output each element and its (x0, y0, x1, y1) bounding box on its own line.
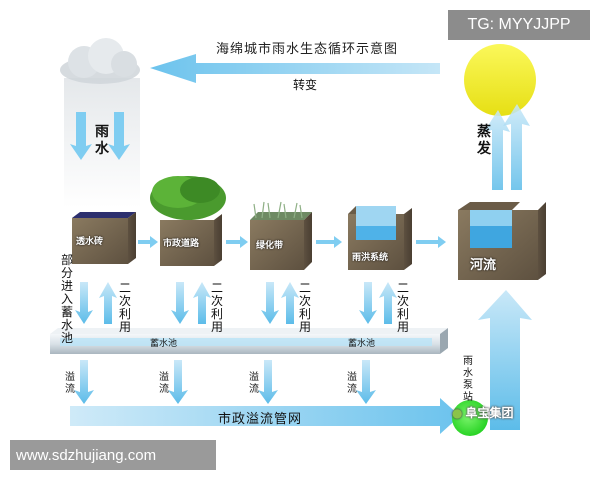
pump-station-label: 雨水泵站 (463, 356, 473, 403)
block-municipal-road (150, 176, 226, 266)
block-label-river: 河流 (470, 258, 497, 273)
rain-label: 雨水 (95, 124, 109, 157)
reuse-label-3: 二次利用 (298, 281, 311, 334)
watermark-logo-text: 阜宝集团 (465, 406, 514, 420)
reuse-label-2: 二次利用 (210, 281, 223, 334)
overflow-label-1: 溢流 (65, 372, 75, 395)
rain-arrows (70, 112, 130, 160)
flow-arrows-down (75, 282, 377, 324)
overflow-label-3: 溢流 (249, 372, 259, 395)
block-label-green-belt: 绿化带 (256, 241, 284, 251)
reuse-label-4: 二次利用 (396, 281, 409, 334)
storage-pool-label-2: 蓄水池 (348, 339, 376, 349)
block-label-municipal-road: 市政道路 (163, 239, 200, 249)
cloud-icon (60, 38, 140, 84)
diagram-title: 海绵城市雨水生态循环示意图 (216, 42, 399, 57)
evaporation-label: 蒸发 (477, 124, 491, 157)
sun-icon (464, 44, 536, 116)
transform-label: 转变 (293, 78, 318, 92)
block-label-permeable-brick: 透水砖 (76, 237, 104, 247)
evaporation-arrows (484, 104, 530, 190)
municipal-network-arrow (70, 398, 460, 434)
block-permeable-brick (72, 212, 136, 264)
partial-into-pool-label: 部分进入蓄水池 (60, 253, 73, 345)
pump-up-arrow (478, 290, 532, 430)
storage-pool-pipe (50, 328, 448, 354)
overflow-arrows-down (74, 360, 376, 404)
overflow-label-4: 溢流 (347, 372, 357, 395)
municipal-network-label: 市政溢流管网 (218, 412, 303, 427)
pump-station-icon (452, 400, 488, 436)
storage-pool-label-1: 蓄水池 (150, 339, 178, 349)
block-green-belt (250, 201, 312, 270)
block-rain-system (348, 206, 412, 270)
overflow-label-2: 溢流 (159, 372, 169, 395)
reuse-arrows-up (99, 282, 397, 324)
block-label-rain-system: 雨洪系统 (352, 253, 389, 263)
transform-arrow (150, 54, 440, 83)
watermark-tg: TG: MYYJJPP (448, 10, 590, 40)
watermark-url: www.sdzhujiang.com (10, 440, 216, 470)
block-river (458, 202, 546, 280)
reuse-label-1: 二次利用 (118, 281, 131, 334)
watermark-logo: ● 阜宝集团 (452, 404, 514, 421)
flow-arrows-horizontal (138, 236, 446, 248)
chat-bubble-icon: ● (452, 405, 463, 420)
